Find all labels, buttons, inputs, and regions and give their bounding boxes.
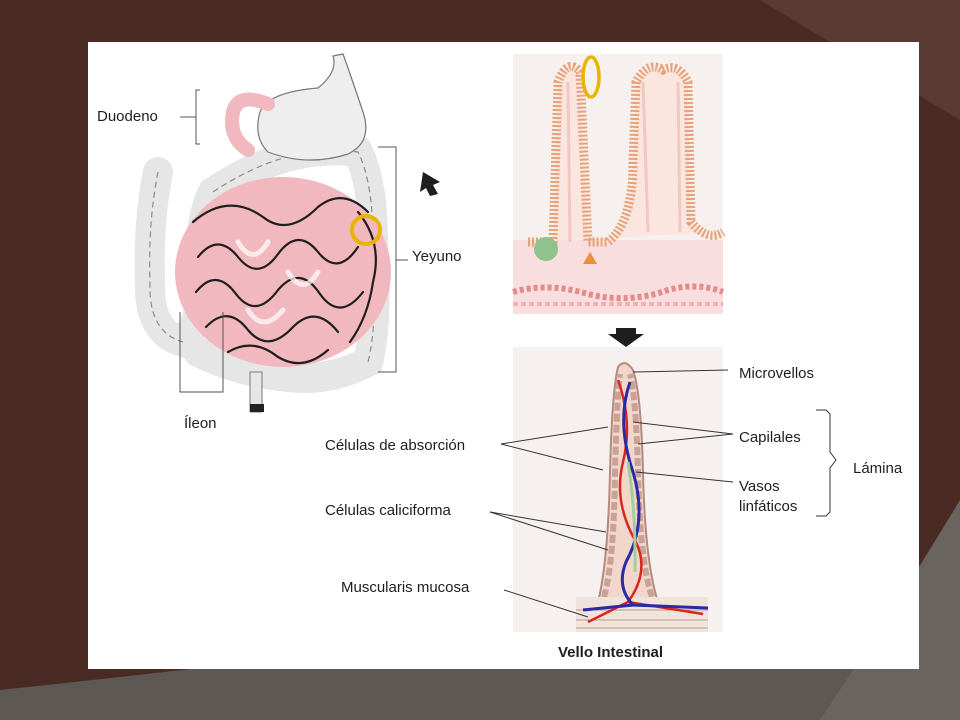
diagram-title: Vello Intestinal bbox=[558, 644, 664, 661]
label-microvellos: Microvellos bbox=[739, 365, 815, 382]
villus-tip-highlight-ring bbox=[581, 55, 601, 99]
lamina-bracket bbox=[816, 409, 837, 517]
diagram-panel: Duodeno Yeyuno Íleon Microvellos Capilal… bbox=[88, 42, 919, 669]
lymph-vessel-path bbox=[582, 381, 709, 612]
label-lamina: Lámina bbox=[853, 460, 903, 477]
duodeno-bracket bbox=[195, 89, 200, 145]
duodenum bbox=[225, 92, 275, 157]
villi-section bbox=[512, 54, 726, 347]
label-ileon: Íleon bbox=[184, 415, 217, 432]
arrow-to-villus bbox=[608, 328, 644, 347]
label-duodeno: Duodeno bbox=[97, 108, 158, 125]
label-celulas-caliciforma: Células caliciforma bbox=[325, 502, 451, 519]
arrow-to-villi bbox=[420, 172, 440, 196]
ileon-bracket bbox=[179, 312, 224, 393]
label-capilales: Capilales bbox=[739, 429, 801, 446]
jejunum-highlight-ring bbox=[350, 214, 382, 246]
label-linfaticos: linfáticos bbox=[739, 498, 798, 515]
label-yeyuno: Yeyuno bbox=[412, 248, 462, 265]
villus-detail bbox=[513, 347, 723, 632]
small-intestine-illustration bbox=[134, 53, 440, 413]
label-vasos: Vasos bbox=[739, 478, 780, 495]
stomach bbox=[257, 53, 367, 161]
label-muscularis-mucosa: Muscularis mucosa bbox=[341, 579, 470, 596]
intestine-diagram bbox=[134, 53, 837, 632]
label-celulas-absorcion: Células de absorción bbox=[325, 437, 466, 454]
